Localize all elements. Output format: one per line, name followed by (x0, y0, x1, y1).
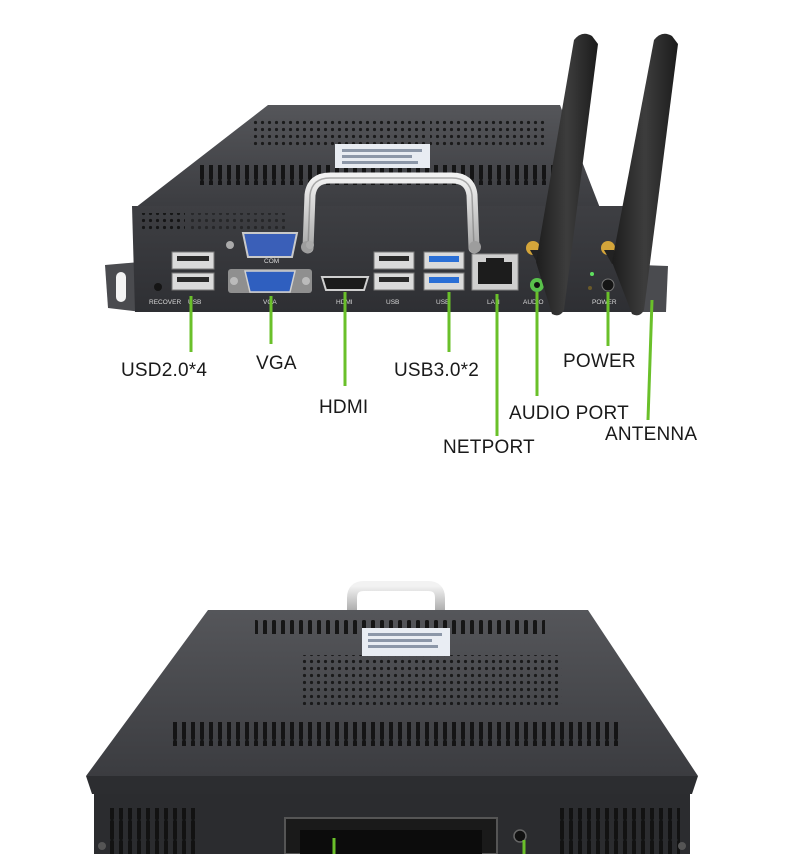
recover-button (154, 283, 162, 291)
vga-port (228, 269, 312, 293)
lan-port (471, 253, 519, 291)
callout-lines (189, 292, 654, 436)
antenna-right (601, 33, 678, 316)
usb-ports-middle (373, 251, 415, 291)
port-label-usb-left: USB (188, 299, 201, 306)
callout-hdmi: HDMI (319, 397, 369, 418)
callout-vga: VGA (256, 353, 297, 374)
power-jack (601, 278, 615, 292)
callout-netport: NETPORT (443, 437, 535, 458)
usb30-ports (423, 251, 465, 291)
callout-usb30: USB3.0*2 (394, 360, 480, 381)
port-label-recover: RECOVER (149, 299, 181, 306)
hdmi-port (320, 276, 370, 291)
callout-power: POWER (563, 351, 636, 372)
usb20-ports (171, 251, 215, 291)
antenna-left (526, 33, 598, 316)
port-label-usb-mid: USB (386, 299, 399, 306)
port-label-com: COM (264, 258, 279, 265)
port-label-power: POWER (592, 299, 617, 306)
port-label-usb3: USB (436, 299, 449, 306)
com-port (226, 232, 314, 258)
line-antenna (646, 299, 654, 421)
device-top-view (86, 581, 698, 855)
callout-usb20: USD2.0*4 (121, 360, 208, 381)
bracket-hole (116, 272, 126, 302)
top-handle (347, 581, 445, 612)
callout-antenna: ANTENNA (605, 424, 698, 445)
device-rear-view: RECOVER USB COM VGA HDMI USB USB LAN AUD… (105, 33, 678, 316)
callout-audio-port: AUDIO PORT (509, 403, 629, 424)
port-label-audio: AUDIO (523, 299, 544, 306)
port-label-lan: LAN (487, 299, 500, 306)
